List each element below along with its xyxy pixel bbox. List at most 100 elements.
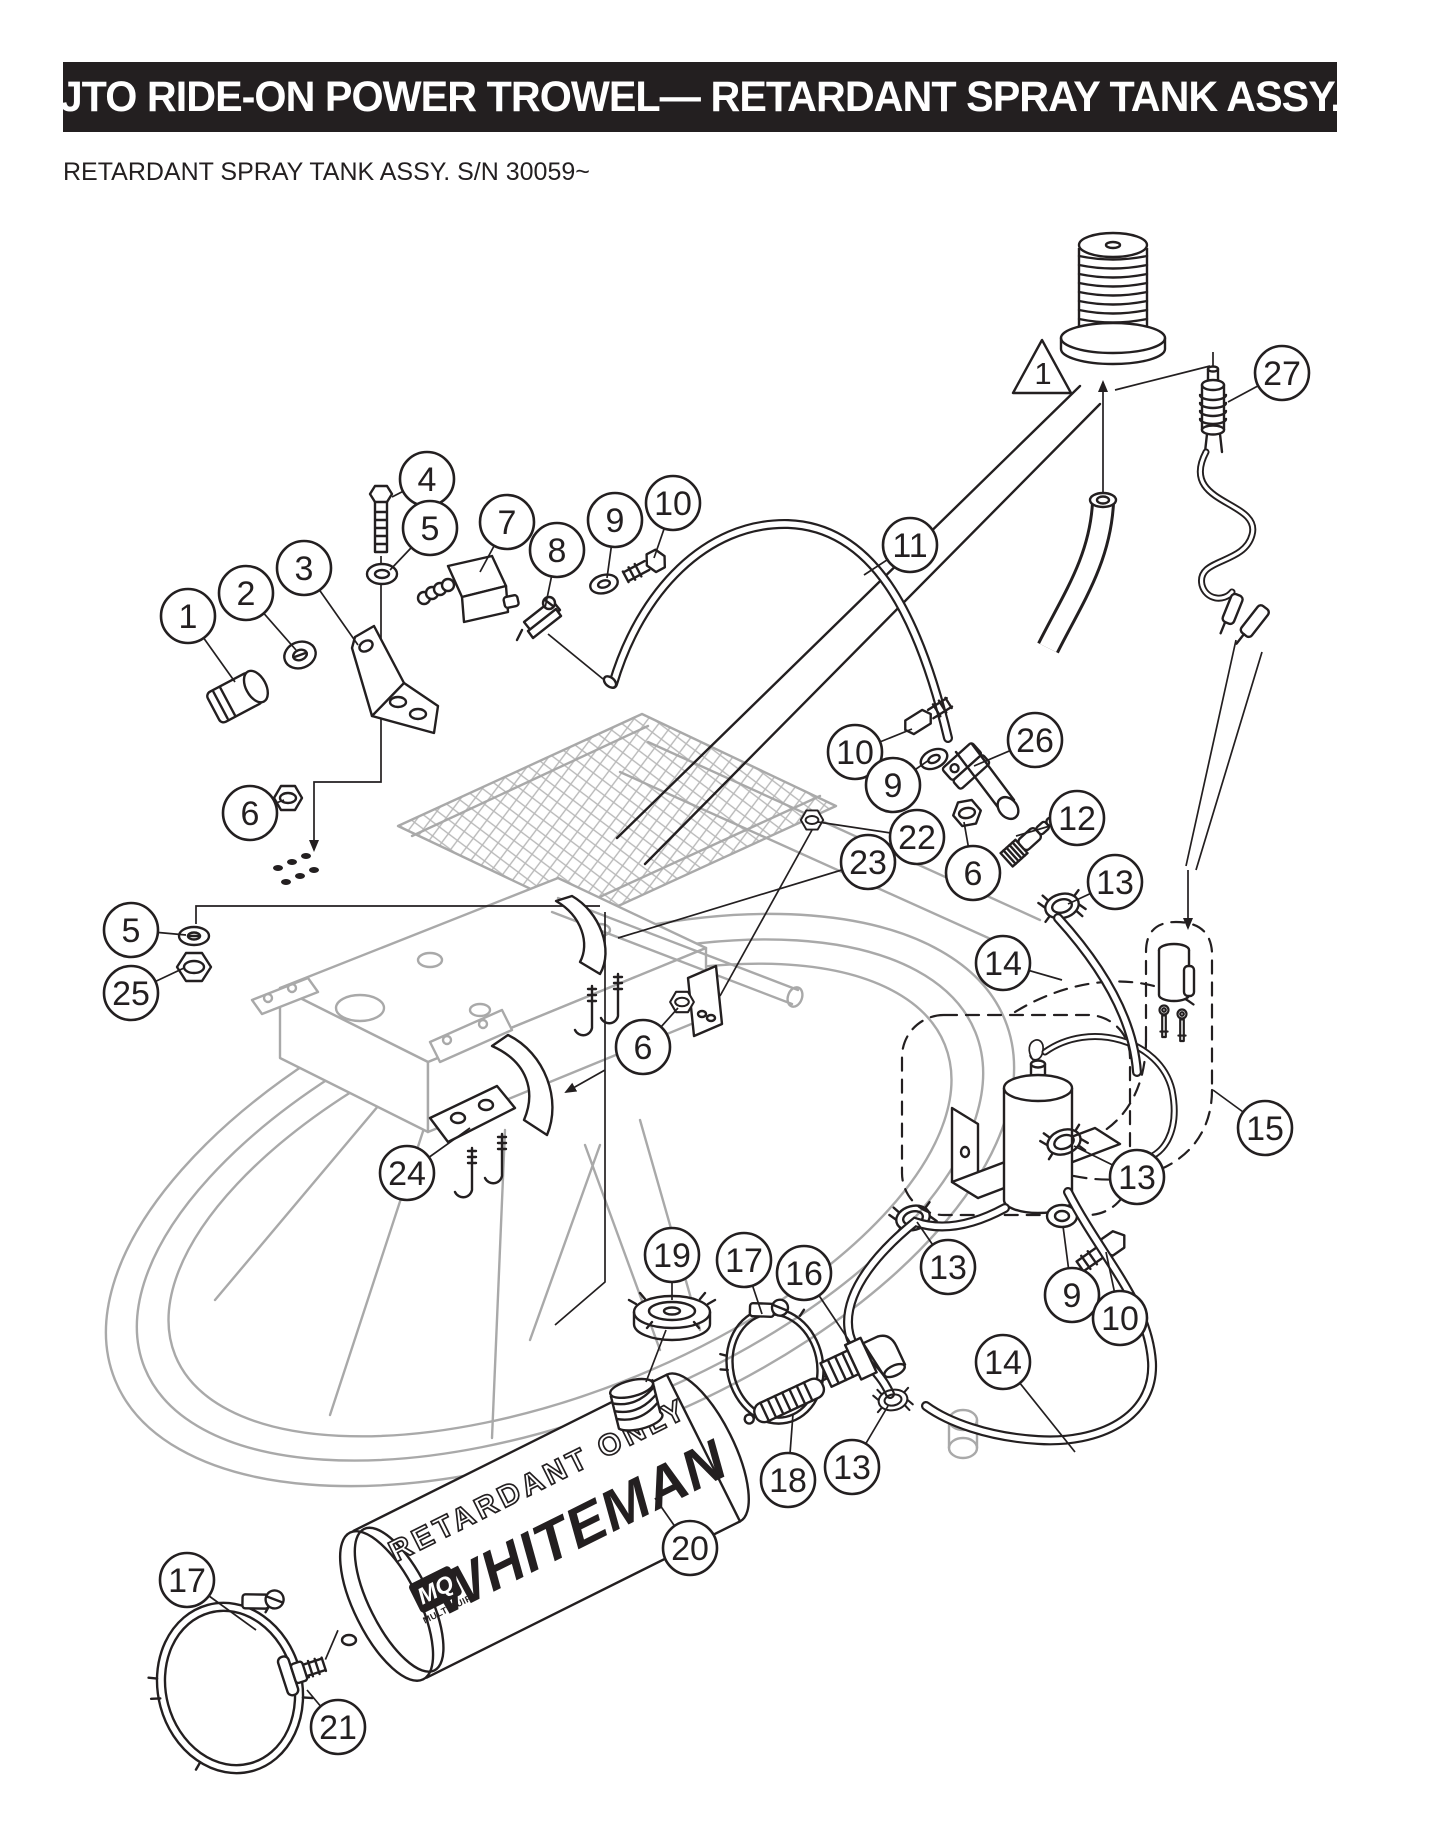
nut-25 (175, 951, 213, 983)
callout-17: 17 (715, 1231, 773, 1315)
callout-13: 13 (1067, 853, 1144, 911)
mount-bracket-3 (350, 624, 440, 735)
drain-screw-21 (276, 1629, 339, 1697)
callout-circle (919, 1238, 977, 1296)
callout-circle (823, 1438, 881, 1496)
callout-number: 12 (1058, 800, 1096, 838)
callout-14: 14 (974, 1333, 1076, 1453)
callout-circle (102, 901, 160, 959)
callout-leader (617, 861, 869, 939)
callout-circle (1086, 853, 1144, 911)
page-title: JTO RIDE-ON POWER TROWEL— RETARDANT SPRA… (59, 72, 1341, 121)
column-fitting-chain (904, 696, 1089, 928)
callout-number: 18 (769, 1462, 807, 1500)
callout-13: 13 (1073, 1145, 1166, 1206)
callout-number: 13 (1118, 1159, 1156, 1197)
saddle-clamp-right (554, 894, 624, 1037)
wire-assembly (1183, 365, 1270, 930)
steering-column (615, 384, 1102, 866)
callout-circle (159, 587, 217, 645)
callout-number: 25 (112, 975, 150, 1013)
filler-neck (608, 1377, 664, 1432)
callout-24: 24 (378, 1127, 471, 1202)
callout-circle (401, 499, 459, 557)
callout-number: 7 (498, 504, 517, 542)
callout-3: 3 (275, 539, 359, 646)
column-hose (1037, 491, 1118, 654)
callout-12: 12 (1015, 789, 1106, 847)
callout-circle (759, 1451, 817, 1509)
washer-5b (177, 925, 211, 947)
washer-9c (1045, 1203, 1079, 1229)
callout-circle (643, 1226, 701, 1284)
callout-number: 8 (548, 532, 567, 570)
callout-number: 26 (1016, 722, 1054, 760)
callout-13: 13 (916, 1221, 977, 1296)
callout-6: 6 (614, 1007, 679, 1076)
callout-9: 9 (1043, 1225, 1101, 1324)
callout-7: 7 (478, 493, 536, 573)
callout-number: 27 (1263, 355, 1301, 393)
callout-21: 21 (306, 1689, 367, 1756)
callout-number: 16 (785, 1255, 823, 1293)
callout-circle (661, 1519, 719, 1577)
callout-2: 2 (217, 564, 297, 651)
callout-number: 10 (1101, 1300, 1139, 1338)
callout-circle (881, 516, 939, 574)
callout-number: 20 (671, 1530, 709, 1568)
callout-circle (309, 1698, 367, 1756)
callout-circle (275, 539, 333, 597)
adjuster-12 (999, 816, 1056, 868)
callout-circle (1043, 1266, 1101, 1324)
callout-circle (644, 474, 702, 532)
callout-number: 3 (295, 550, 314, 588)
saddle-clamp-left (428, 1033, 554, 1199)
callout-5: 5 (389, 499, 459, 571)
callout-number: 5 (421, 510, 440, 548)
callout-circle (888, 808, 946, 866)
callout-circle (715, 1231, 773, 1289)
callout-number: 19 (653, 1237, 691, 1275)
callout-9: 9 (586, 491, 644, 579)
callout-number: 5 (122, 912, 141, 950)
bracket-plate-right (669, 964, 724, 1038)
callout-number: 15 (1246, 1110, 1284, 1148)
callout-15: 15 (1212, 1089, 1294, 1157)
terminal-boot-kit (1157, 942, 1196, 1043)
callout-circle (944, 844, 1002, 902)
callout-22: 22 (817, 808, 946, 866)
callout-number: 6 (634, 1029, 653, 1067)
hose-clamp-13d (871, 1383, 915, 1417)
nut-6b (949, 797, 985, 829)
callout-13: 13 (823, 1405, 889, 1496)
grip-install-arrow (1098, 352, 1214, 492)
callout-circle (158, 1551, 216, 1609)
callout-number: 24 (388, 1155, 426, 1193)
callout-number: 9 (884, 767, 903, 805)
callout-circle (826, 723, 884, 781)
callout-circle (1253, 344, 1311, 402)
callout-number: 1 (179, 598, 198, 636)
callout-16: 16 (775, 1244, 851, 1343)
warning-triangle-label: 1 (1034, 356, 1051, 391)
callout-19: 19 (643, 1226, 701, 1300)
filler-cap (627, 1291, 717, 1383)
callout-number: 11 (892, 527, 927, 565)
callout-10: 10 (826, 723, 913, 781)
callout-6: 6 (944, 821, 1002, 902)
washer-9a (586, 570, 622, 598)
callout-circle (478, 493, 536, 551)
callout-circle (102, 964, 160, 1022)
nut-22 (719, 809, 825, 997)
callout-circle (864, 756, 922, 814)
callout-circle (974, 1333, 1032, 1391)
band-clamp-17a (147, 1589, 314, 1775)
callout-number: 10 (836, 734, 874, 772)
callout-9: 9 (864, 756, 930, 814)
callout-6: 6 (221, 784, 285, 842)
callout-number: 9 (1063, 1277, 1082, 1315)
control-cable (547, 518, 953, 743)
callout-number: 6 (241, 795, 260, 833)
